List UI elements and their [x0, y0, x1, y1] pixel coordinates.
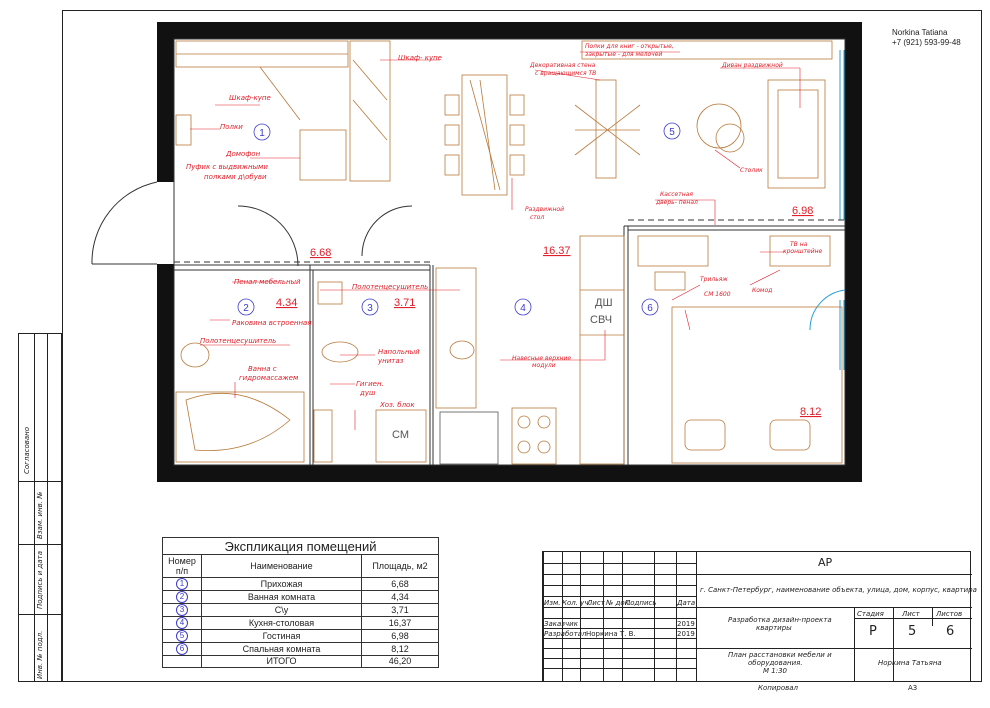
room-area-1: 6.68: [310, 247, 331, 259]
furniture: [175, 40, 843, 465]
label-sm: СМ: [392, 429, 409, 441]
label-razdv-stol: Раздвижной: [525, 206, 564, 213]
label-polotenc2: Полотенцесушитель: [352, 283, 428, 291]
label-shkaf-kupe-2: Шкаф-купе: [229, 94, 271, 102]
label-divan: Диван раздвижной: [721, 62, 783, 69]
label-shkaf-kupe-1: Шкаф- купе: [398, 54, 442, 62]
label-polki: Полки: [220, 123, 243, 131]
label-razdv-stol2: стол: [530, 214, 544, 221]
label-vanna: Ванна с: [248, 365, 277, 373]
col-number: Номер п/п: [162, 554, 202, 578]
label-unitaz2: унитаз: [377, 357, 404, 365]
stamp-drawing-title: План расстановки мебели и: [728, 651, 832, 659]
label-gigien2: душ: [359, 389, 376, 397]
label-dsh: ДШ: [595, 297, 613, 309]
room-area-2: 4.34: [276, 297, 297, 309]
room-num-3: 3: [367, 303, 373, 314]
label-dekor2: с вращающимся ТВ: [535, 70, 596, 77]
label-trilyazh: Трильяж: [700, 276, 728, 283]
room-num-2: 2: [243, 303, 249, 314]
stamp-sheets: 6: [946, 624, 955, 639]
label-pufik: Пуфик с выдвижными: [186, 163, 268, 171]
label-polki-kniga2: закрытые - для мелочей: [585, 51, 662, 58]
stamp-code: АР: [818, 556, 833, 569]
contact-block: Norkina Tatiana +7 (921) 593-99-48: [892, 28, 961, 48]
label-khoz: Хоз. блок: [379, 401, 415, 409]
label-sm1600: СМ 1600: [704, 291, 731, 298]
stamp-project-title: Разработка дизайн-проекта: [728, 616, 832, 624]
label-kasset2: дверь- пенал: [655, 199, 698, 206]
room-num-1: 1: [259, 128, 265, 139]
stamp-sheet: 5: [908, 624, 917, 639]
label-stolik: Столик: [740, 167, 763, 174]
stamp-stage: Р: [869, 624, 877, 639]
room-area-4: 16.37: [543, 245, 571, 257]
stamp-address: г. Санкт-Петербург, наименование объекта…: [700, 586, 977, 594]
stamp-developer: Разработал: [544, 630, 587, 638]
label-kasset: Кассетная: [660, 191, 693, 198]
stamp-developer-name: Норкина Т. В.: [586, 630, 636, 638]
label-vanna2: гидромассажем: [239, 374, 299, 382]
label-rakovina: Раковина встроенная: [232, 319, 312, 327]
col-area: Площадь, м2: [361, 554, 439, 578]
label-tv-kron: ТВ на: [790, 241, 808, 248]
left-stamp-sign: Подпись и дата: [36, 551, 44, 609]
room-num-4: 4: [520, 303, 526, 314]
drawing-frame: [62, 10, 982, 682]
label-unitaz: Напольный: [378, 348, 420, 356]
copied-label: Копировал: [758, 684, 798, 692]
label-naves2: модули: [532, 362, 556, 369]
explication-title: Экспликация помещений: [162, 537, 439, 555]
left-stamp-agreed: Согласовано: [23, 426, 31, 474]
label-komod: Комод: [752, 287, 772, 294]
label-pufik2: полками д\обуви: [204, 173, 267, 181]
left-stamp-orig: Инв. № подл.: [36, 630, 44, 679]
stamp-customer: Заказчик: [544, 620, 578, 628]
label-naves: Навесные верхние: [512, 355, 571, 362]
format-label: А3: [908, 684, 918, 692]
label-polotenc1: Полотенцесушитель: [200, 337, 276, 345]
label-domofon: Домофон: [225, 150, 261, 158]
left-stamp: Согласовано Взам. инв. № Подпись и дата …: [18, 333, 62, 682]
contact-name: Norkina Tatiana: [892, 28, 948, 37]
col-name: Наименование: [201, 554, 362, 578]
room-num-5: 5: [669, 127, 675, 138]
label-svch: СВЧ: [590, 314, 612, 326]
room-area-3: 3.71: [394, 297, 415, 309]
label-dekor: Декоративная стена: [529, 62, 596, 69]
label-penal: Пенал мебельный: [234, 278, 301, 286]
room-area-6: 8.12: [800, 406, 821, 418]
room-num-6: 6: [647, 303, 653, 314]
contact-phone: +7 (921) 593-99-48: [892, 38, 961, 47]
label-gigien: Гигиен.: [356, 380, 384, 388]
walls: [157, 22, 862, 482]
explication-table: Экспликация помещений Номер п/п Наименов…: [162, 537, 439, 668]
left-stamp-inv: Взам. инв. №: [36, 491, 44, 539]
label-tv-kron2: кронштейне: [783, 248, 823, 255]
room-area-5: 6.98: [792, 205, 813, 217]
title-block: АР г. Санкт-Петербург, наименование объе…: [542, 551, 977, 682]
stamp-author: Норкина Татьяна: [878, 659, 942, 667]
label-polki-kniga: Полки для книг - открытые,: [585, 43, 674, 50]
